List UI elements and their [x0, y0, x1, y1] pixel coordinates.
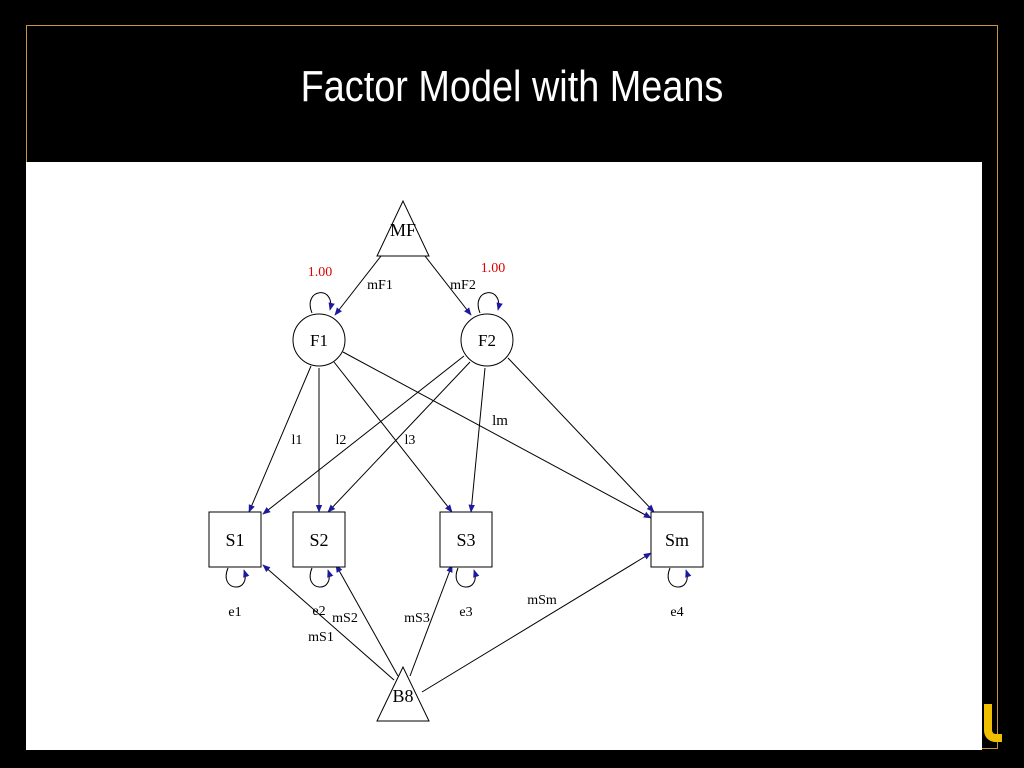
path-mf-f2 — [417, 246, 472, 316]
node-mf: MF — [376, 199, 430, 257]
label-lm: lm — [492, 413, 508, 429]
node-sm: Sm — [650, 511, 704, 568]
path-b8-s3 — [409, 564, 453, 677]
node-f1-label: F1 — [310, 331, 328, 350]
node-b8: B8 — [376, 665, 430, 722]
variance-loop-f1 — [309, 292, 335, 314]
path-f1-s1 — [248, 365, 312, 513]
label-l3: l3 — [405, 433, 416, 448]
path-f2-sm — [507, 357, 655, 513]
label-l1: l1 — [292, 433, 303, 448]
slide-title: Factor Model with Means — [300, 62, 724, 111]
label-l2: l2 — [336, 433, 347, 448]
node-s1: S1 — [208, 511, 262, 568]
label-f2-variance: 1.00 — [481, 261, 506, 276]
path-f1-sm — [342, 351, 652, 519]
label-mf2: mF2 — [450, 278, 476, 293]
logo-icon — [984, 704, 1002, 742]
node-s1-label: S1 — [225, 530, 244, 550]
path-f2-s3 — [468, 367, 486, 513]
label-e3: e3 — [459, 605, 472, 620]
node-f2: F2 — [460, 313, 514, 367]
residual-loop-s1 — [225, 567, 250, 588]
variance-loop-f2 — [477, 292, 503, 314]
node-mf-label: MF — [390, 220, 416, 240]
path-f2-s2 — [327, 361, 471, 513]
residual-loop-s2 — [309, 567, 334, 588]
label-ms3: mS3 — [404, 611, 430, 626]
node-sm-label: Sm — [665, 530, 689, 550]
diagram-panel: MF B8 F1 F2 S1 S2 — [26, 162, 982, 750]
residual-loop-s3 — [455, 567, 480, 588]
path-b8-s2 — [335, 564, 399, 677]
residual-loop-sm — [667, 567, 692, 588]
node-b8-label: B8 — [392, 686, 413, 706]
node-s3: S3 — [439, 511, 493, 568]
label-msm: mSm — [527, 593, 557, 608]
path-mf-f1 — [334, 246, 389, 316]
label-e2: e2 — [312, 604, 325, 619]
label-e4: e4 — [670, 605, 683, 620]
label-e1: e1 — [228, 605, 241, 620]
path-f1-s3 — [333, 361, 453, 513]
node-f1: F1 — [292, 313, 346, 367]
node-s2-label: S2 — [309, 530, 328, 550]
label-mf1: mF1 — [367, 278, 393, 293]
label-f1-variance: 1.00 — [308, 265, 333, 280]
path-f2-s1 — [262, 355, 465, 515]
node-f2-label: F2 — [478, 331, 496, 350]
node-s3-label: S3 — [456, 530, 475, 550]
label-ms2: mS2 — [332, 611, 358, 626]
label-ms1: mS1 — [308, 630, 334, 645]
path-diagram: MF B8 F1 F2 S1 S2 — [208, 199, 704, 722]
node-s2: S2 — [292, 511, 346, 568]
path-b8-sm — [421, 552, 652, 693]
path-b8-s1 — [262, 564, 395, 681]
